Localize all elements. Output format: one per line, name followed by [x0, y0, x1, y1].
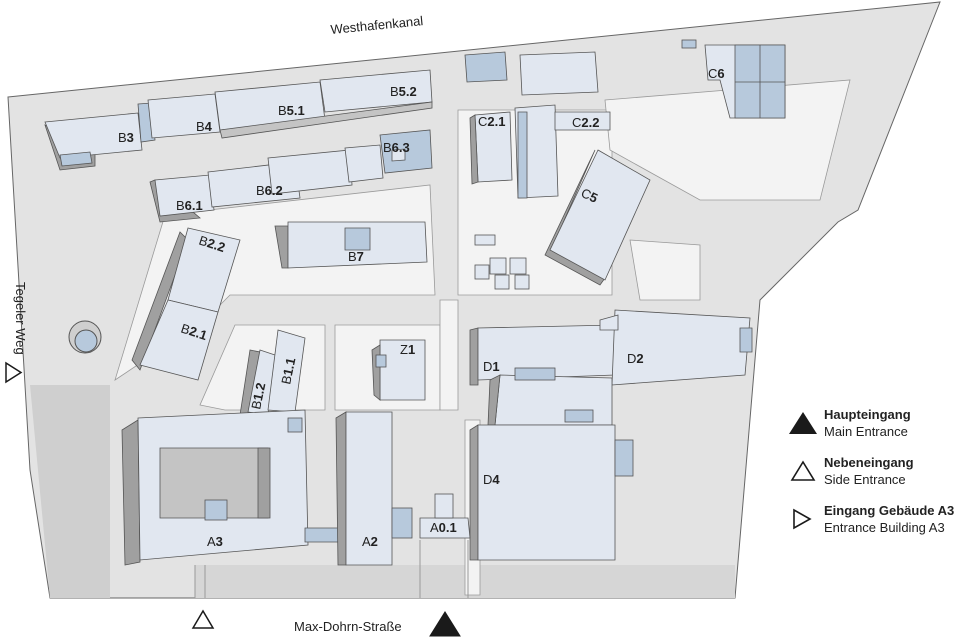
main-entrance-marker[interactable] — [429, 611, 461, 637]
a3-small — [287, 417, 303, 433]
entrance-a3-marker[interactable] — [5, 361, 23, 384]
c-small-6 — [514, 274, 530, 290]
side-entrance-marker[interactable] — [191, 609, 215, 629]
z1-stair — [375, 354, 387, 368]
label-a01: A0.1 — [430, 520, 457, 535]
label-z1: Z1 — [400, 342, 415, 357]
a3-entrance — [204, 499, 228, 521]
building-c5 — [549, 149, 651, 281]
label-d2: D2 — [627, 351, 644, 366]
a3-court-wall — [257, 447, 271, 519]
label-b3: B3 — [118, 130, 134, 145]
label-d1: D1 — [483, 359, 500, 374]
label-b61: B6.1 — [176, 198, 203, 213]
label-b52: B5.2 — [390, 84, 417, 99]
legend-main-text: Haupteingang Main Entrance — [824, 406, 911, 440]
legend: Haupteingang Main Entrance Nebeneingang … — [788, 406, 963, 550]
label-b4: B4 — [196, 119, 213, 134]
legend-side-title: Nebeneingang — [824, 455, 914, 470]
a2-wall — [335, 411, 347, 566]
c-small-5 — [494, 274, 510, 290]
legend-main-subtitle: Main Entrance — [824, 424, 908, 439]
legend-main-title: Haupteingang — [824, 407, 911, 422]
label-b63: B6.3 — [383, 140, 410, 155]
c6-small — [681, 39, 697, 49]
label-c22: C2.2 — [572, 115, 599, 130]
label-b12: B1.2 — [248, 381, 268, 410]
label-a3: A3 — [207, 534, 223, 549]
legend-building-text: Eingang Gebäude A3 Entrance Building A3 — [824, 502, 954, 536]
label-b62: B6.2 — [256, 183, 283, 198]
b7-stair — [344, 227, 371, 251]
d4-wall — [469, 424, 479, 561]
legend-side-text: Nebeneingang Side Entrance — [824, 454, 914, 488]
d-middle-dark — [514, 367, 556, 381]
c22-ext — [554, 111, 611, 131]
b6-mid2 — [344, 144, 384, 183]
legend-side-entrance: Nebeneingang Side Entrance — [788, 454, 963, 502]
building-b61 — [154, 174, 215, 217]
building-d4 — [477, 424, 616, 561]
b6-mid — [267, 149, 353, 195]
legend-building-entrance: Eingang Gebäude A3 Entrance Building A3 — [788, 502, 963, 550]
label-b21: B2.1 — [179, 321, 209, 344]
building-d2 — [611, 309, 751, 386]
c-top-building — [519, 51, 599, 96]
building-b63 — [379, 129, 433, 174]
building-a2 — [345, 411, 393, 566]
label-b11: B1.1 — [278, 356, 298, 385]
legend-building-title: Eingang Gebäude A3 — [824, 503, 955, 518]
tower-west-top — [74, 329, 98, 353]
side-entrance-icon — [790, 460, 816, 481]
a2-annex — [391, 507, 413, 539]
label-d4: D4 — [483, 472, 500, 487]
b3-dark — [59, 151, 93, 167]
western-strip — [30, 385, 110, 598]
label-b7: B7 — [348, 249, 364, 264]
c-small-4 — [474, 264, 490, 280]
legend-side-subtitle: Side Entrance — [824, 472, 906, 487]
road-east — [629, 239, 701, 301]
building-entrance-icon — [793, 508, 812, 530]
legend-main-entrance: Haupteingang Main Entrance — [788, 406, 963, 454]
c-small-3 — [509, 257, 527, 275]
c-hvac — [464, 51, 508, 83]
d-middle-dark2 — [564, 409, 594, 423]
d-middle — [494, 374, 613, 426]
street-westhafenkanal: Westhafenkanal — [330, 13, 424, 37]
legend-building-subtitle: Entrance Building A3 — [824, 520, 945, 535]
building-b21 — [139, 299, 219, 381]
road-vertical — [439, 299, 459, 411]
plaza-c6 — [604, 79, 851, 201]
building-b3 — [44, 112, 143, 159]
label-a2: A2 — [362, 534, 378, 549]
d4-annex — [614, 439, 634, 477]
street-tegeler-weg: Tegeler Weg — [13, 282, 28, 355]
building-b4 — [147, 93, 221, 139]
d2-link — [599, 314, 619, 331]
c-small-1 — [474, 234, 496, 246]
b63-top — [391, 148, 406, 162]
label-b51: B5.1 — [278, 103, 305, 118]
a01-top — [434, 493, 454, 519]
label-b22: B2.2 — [197, 233, 227, 256]
label-c6: C6 — [708, 66, 725, 81]
a3-wall — [121, 419, 141, 566]
c-small-2 — [489, 257, 507, 275]
c21-wall — [469, 114, 479, 185]
b5-wall — [219, 101, 433, 139]
label-c21: C2.1 — [478, 114, 505, 129]
street-max-dohrn: Max-Dohrn-Straße — [294, 619, 402, 634]
d1-wall — [469, 327, 479, 386]
d2-stair — [739, 327, 753, 353]
main-entrance-icon — [789, 412, 817, 434]
c22-dark — [517, 111, 528, 199]
